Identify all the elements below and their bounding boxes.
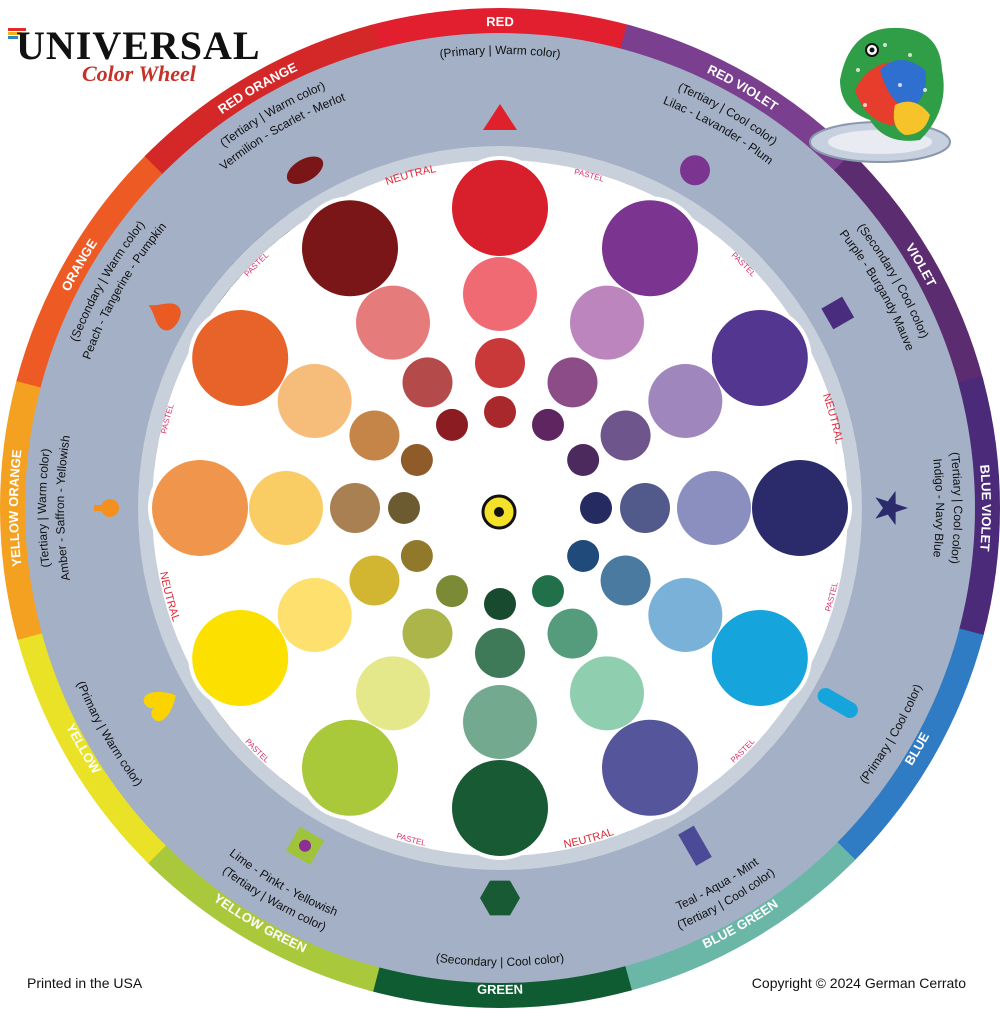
brand-logo: UNIVERSAL Color Wheel	[8, 18, 260, 88]
mid-color-circle	[620, 483, 670, 533]
inner-frame-ring	[138, 146, 862, 870]
mid-color-circle	[600, 555, 651, 606]
hexagon-marker	[480, 880, 520, 916]
main-color-circle	[448, 756, 552, 860]
dark-color-circle	[484, 588, 516, 620]
heart-marker	[143, 691, 176, 722]
ring-desc-label: (Tertiary | Cool color)	[948, 451, 965, 565]
pastel-color-circle	[277, 364, 352, 438]
logo-brand: UNIVERSAL	[16, 23, 261, 68]
mid-color-circle	[330, 483, 380, 533]
ellipse-marker	[286, 156, 324, 185]
main-color-circle	[448, 156, 552, 260]
mid-color-circle	[349, 555, 400, 606]
logo-stripe-blue	[8, 36, 18, 39]
main-color-circle	[598, 715, 702, 820]
dark-color-circle	[567, 444, 600, 476]
triangle-marker	[483, 104, 517, 130]
copyright-note: Copyright © 2024 German Cerrato	[751, 975, 966, 991]
star-marker	[875, 490, 908, 526]
pastel-color-circle	[648, 578, 723, 652]
circle-marker	[680, 155, 710, 186]
main-color-circle	[598, 196, 702, 301]
mid-color-circle	[547, 357, 598, 408]
pastel-color-circle	[463, 257, 537, 331]
mid-color-circle	[402, 357, 453, 408]
bulb-marker	[94, 499, 119, 517]
ring-desc-label: (Primary | Warm color)	[439, 43, 562, 61]
pastel-color-circle	[648, 364, 723, 438]
pastel-color-circle	[356, 285, 430, 360]
dark-color-circle	[400, 444, 433, 476]
main-color-circle	[148, 456, 252, 560]
drop-marker	[148, 303, 181, 331]
ring-examples-label: Indigo - Navy Blue	[930, 458, 947, 559]
pastel-color-circle	[356, 656, 430, 731]
dark-color-circle	[484, 396, 516, 428]
main-color-circle	[298, 715, 402, 820]
dark-color-circle	[400, 540, 433, 572]
dark-color-circle	[436, 408, 468, 441]
mid-color-circle	[402, 608, 453, 659]
logo-subtitle: Color Wheel	[82, 61, 196, 86]
ring-desc-label: (Tertiary | Warm color)	[35, 448, 53, 569]
main-color-circle	[188, 606, 293, 710]
pastel-color-circle	[677, 471, 751, 545]
square-marker	[821, 296, 855, 330]
main-color-circle	[188, 306, 293, 410]
logo-stripe-red	[8, 28, 26, 31]
mid-color-circle	[547, 608, 598, 659]
ring-name-label: YELLOW ORANGE	[6, 448, 25, 567]
dark-color-circle	[580, 492, 612, 524]
color-circles	[148, 156, 852, 860]
chameleon-illustration	[809, 27, 951, 163]
pastel-color-circle	[249, 471, 323, 545]
ring-segment-blue-violet	[953, 376, 1000, 640]
shape-markers	[94, 104, 908, 916]
ring-desc-label: (Secondary | Cool color)	[435, 951, 565, 969]
mid-color-circle	[475, 338, 525, 388]
mid-color-circle	[349, 410, 400, 461]
rect-marker	[678, 825, 712, 866]
pastel-color-circle	[277, 578, 352, 652]
dark-color-circle	[567, 540, 600, 572]
pastel-color-circle	[570, 656, 644, 731]
ring-segment-green	[368, 961, 632, 1008]
dark-color-circle	[532, 408, 564, 441]
ring-name-label: BLUE VIOLET	[977, 464, 994, 552]
dark-color-circle	[436, 575, 468, 608]
sqdot-marker	[285, 826, 325, 865]
dark-color-circle	[532, 575, 564, 608]
main-color-circle	[748, 456, 852, 560]
printed-note: Printed in the USA	[27, 975, 143, 991]
main-color-circle	[707, 306, 812, 410]
mid-color-circle	[475, 628, 525, 678]
pastel-color-circle	[463, 685, 537, 759]
main-color-circle	[298, 196, 402, 301]
ring-segment-yellow-orange	[0, 376, 47, 640]
ring-name-label: RED	[486, 14, 514, 29]
pastel-color-circle	[570, 285, 644, 360]
logo-stripe-yellow	[8, 32, 22, 35]
ring-name-label: GREEN	[477, 981, 523, 997]
ring-segment-red	[368, 8, 632, 55]
dark-color-circle	[388, 492, 420, 524]
main-color-circle	[707, 606, 812, 710]
mid-color-circle	[600, 410, 651, 461]
pill-marker	[817, 688, 858, 718]
eye-icon	[481, 494, 517, 530]
